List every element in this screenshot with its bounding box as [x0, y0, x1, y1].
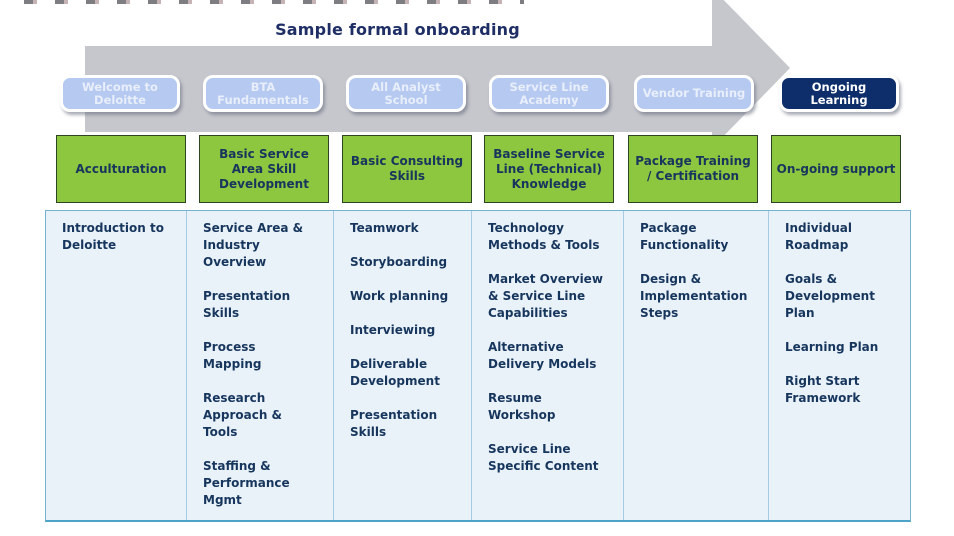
curriculum-column-1: Introduction to Deloitte — [46, 211, 186, 520]
curriculum-item: Storyboarding — [350, 255, 448, 269]
curriculum-item: Market Overview & Service Line Capabilit… — [488, 272, 603, 320]
curriculum-item: Resume Workshop — [488, 391, 556, 422]
curriculum-item: Deliverable Development — [350, 357, 440, 388]
stage-button-2: BTA Fundamentals — [203, 75, 323, 112]
curriculum-item: Service Area & Industry Overview — [203, 221, 304, 269]
curriculum-item: Presentation Skills — [203, 289, 291, 320]
curriculum-item: Design & Implementation Steps — [640, 272, 748, 320]
curriculum-item: Presentation Skills — [350, 408, 438, 439]
category-box-6: On-going support — [771, 135, 901, 203]
category-box-3: Basic Consulting Skills — [342, 135, 472, 203]
stage-button-4: Service Line Academy — [489, 75, 609, 112]
curriculum-table: Introduction to Deloitte Service Area & I… — [45, 210, 911, 522]
category-box-1: Acculturation — [56, 135, 186, 203]
curriculum-item: Learning Plan — [785, 340, 879, 354]
curriculum-item: Teamwork — [350, 221, 419, 235]
curriculum-item: Process Mapping — [203, 340, 262, 371]
curriculum-item: Individual Roadmap — [785, 221, 852, 252]
category-box-2: Basic Service Area Skill Development — [199, 135, 329, 203]
curriculum-item: Interviewing — [350, 323, 436, 337]
curriculum-item: Package Functionality — [640, 221, 729, 252]
category-box-5: Package Training / Certification — [628, 135, 758, 203]
curriculum-item: Work planning — [350, 289, 449, 303]
curriculum-item: Research Approach & Tools — [203, 391, 283, 439]
category-box-4: Baseline Service Line (Technical) Knowle… — [484, 135, 614, 203]
curriculum-item: Introduction to Deloitte — [62, 221, 164, 252]
stage-button-6: Ongoing Learning — [779, 75, 899, 112]
clipped-text-remnant — [24, 0, 524, 4]
curriculum-item: Right Start Framework — [785, 374, 861, 405]
stage-button-3: All Analyst School — [346, 75, 466, 112]
stage-button-1: Welcome to Deloitte — [60, 75, 180, 112]
curriculum-item: Alternative Delivery Models — [488, 340, 597, 371]
curriculum-item: Technology Methods & Tools — [488, 221, 600, 252]
slide-title: Sample formal onboarding — [275, 20, 520, 39]
curriculum-item: Staffing & Performance Mgmt — [203, 459, 290, 507]
curriculum-item: Service Line Specific Content — [488, 442, 599, 473]
curriculum-item: Goals & Development Plan — [785, 272, 875, 320]
stage-button-5: Vendor Training — [634, 75, 754, 112]
